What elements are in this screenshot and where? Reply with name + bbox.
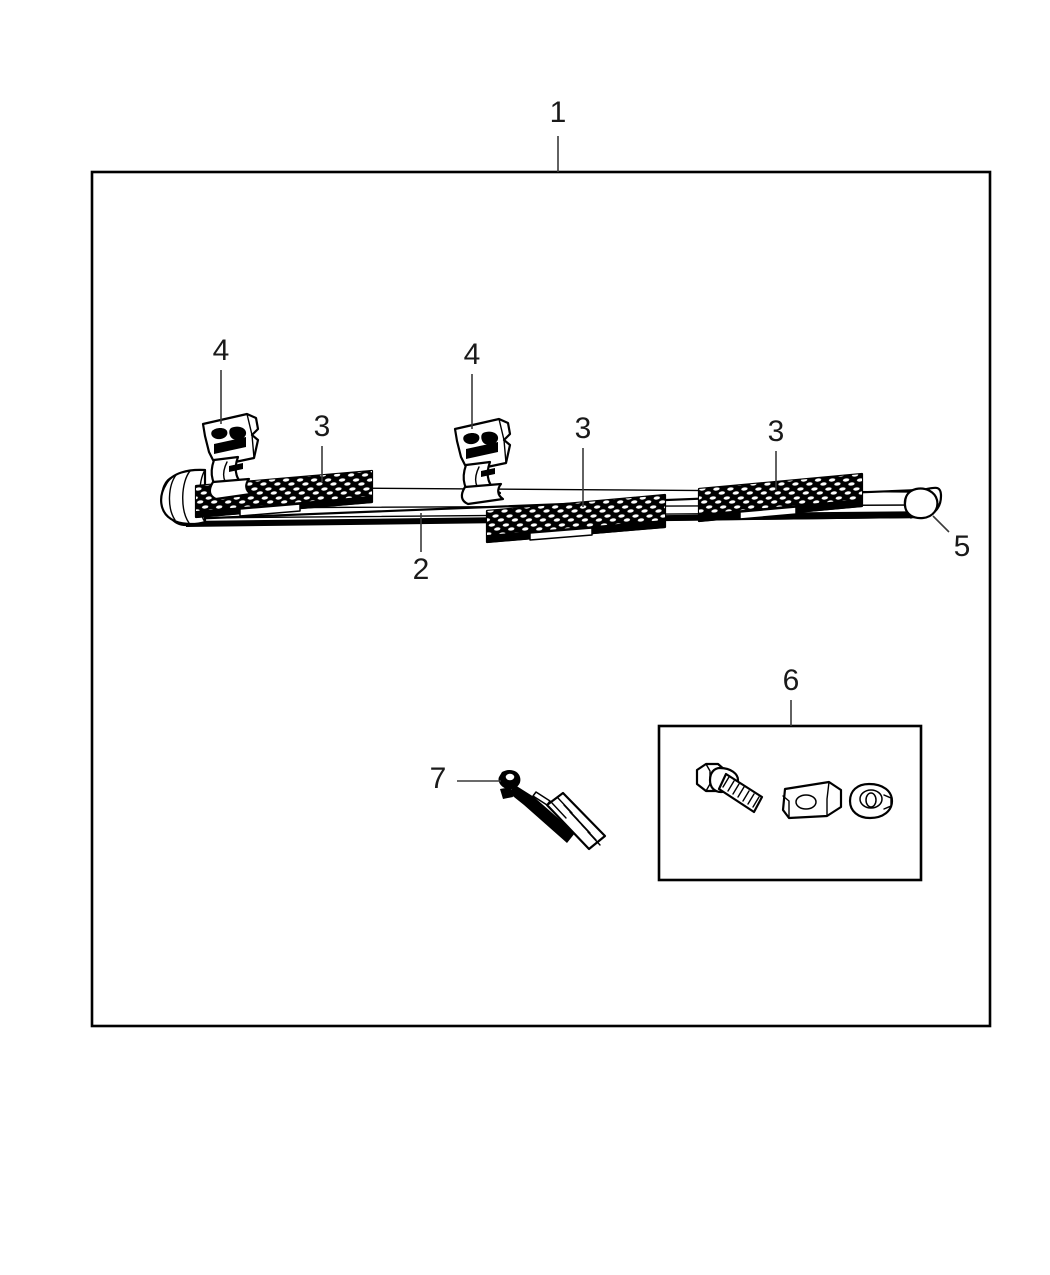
callout-5-leader bbox=[932, 515, 950, 533]
callout-2-label: 2 bbox=[413, 553, 430, 586]
callout-7-label: 7 bbox=[430, 762, 447, 795]
kit-outline-box bbox=[90, 170, 992, 1028]
bracket-rear-hole-1 bbox=[463, 433, 480, 445]
bracket-front-leg-slot bbox=[229, 463, 243, 472]
hex-flange-bolt bbox=[695, 762, 764, 814]
screw-shank bbox=[509, 785, 575, 843]
plate-nut bbox=[781, 780, 843, 820]
bracket-front-hole-2 bbox=[229, 426, 247, 440]
screw-collar bbox=[500, 787, 513, 799]
step-pad-middle-slot bbox=[529, 527, 593, 541]
callout-3c-label: 3 bbox=[768, 415, 785, 448]
callout-4a-label: 4 bbox=[213, 334, 230, 367]
end-cap-right-shell bbox=[903, 487, 939, 520]
end-cap-left-seam-1 bbox=[182, 470, 191, 524]
callout-layer: 1 2 3 3 3 4 4 5 6 7 bbox=[213, 96, 971, 795]
bracket-front-plate-fold bbox=[246, 413, 255, 459]
bolt-thread-4 bbox=[737, 786, 745, 798]
bracket-rear-hole-2 bbox=[481, 431, 499, 445]
plate-nut-fold bbox=[826, 781, 830, 817]
end-cap-right-seam bbox=[904, 489, 912, 519]
screw-thread-a bbox=[551, 802, 567, 819]
bracket-rear-plate-fold bbox=[498, 418, 507, 464]
self-tapping-screw bbox=[498, 769, 607, 851]
bracket-front-hole-1 bbox=[211, 428, 228, 440]
bolt-thread-1 bbox=[722, 776, 730, 788]
push-nut-hole bbox=[865, 792, 877, 808]
end-cap-right bbox=[903, 487, 939, 520]
plate-nut-tab bbox=[782, 795, 790, 819]
screw-thread-g bbox=[587, 831, 601, 846]
callout-5-label: 5 bbox=[954, 530, 971, 563]
end-cap-left-seam-2 bbox=[168, 474, 177, 521]
bracket-rear-slot bbox=[466, 442, 498, 459]
bracket-rear bbox=[453, 417, 512, 506]
screw-head-hole bbox=[504, 772, 516, 782]
callout-3b-label: 3 bbox=[575, 412, 592, 445]
hardware-kit-box bbox=[657, 724, 923, 882]
callout-1-label: 1 bbox=[550, 96, 567, 129]
bolt-thread-2 bbox=[727, 780, 735, 792]
bracket-front bbox=[201, 412, 260, 501]
bolt-thread-6 bbox=[747, 793, 755, 805]
running-board-assembly bbox=[160, 412, 943, 544]
callout-3a-label: 3 bbox=[314, 410, 331, 443]
push-nut-tab bbox=[883, 794, 892, 810]
push-nut-washer bbox=[848, 782, 894, 820]
step-pad-front-slot bbox=[239, 503, 301, 517]
bracket-rear-saddle bbox=[460, 482, 505, 506]
callout-4b-label: 4 bbox=[464, 338, 481, 371]
step-pad-middle bbox=[485, 493, 667, 544]
end-cap-left bbox=[160, 468, 207, 526]
step-pad-rear bbox=[697, 472, 864, 523]
callout-6-label: 6 bbox=[783, 664, 800, 697]
bracket-front-saddle bbox=[208, 477, 253, 501]
bracket-rear-leg-slot bbox=[481, 468, 495, 477]
bracket-front-slot bbox=[214, 437, 246, 454]
bolt-thread-3 bbox=[732, 783, 740, 795]
bolt-thread-7 bbox=[752, 796, 760, 808]
hardware-kit-box-outline bbox=[657, 724, 923, 882]
bolt-thread-5 bbox=[742, 790, 750, 802]
step-pad-rear-slot bbox=[739, 506, 797, 520]
plate-nut-hole bbox=[795, 794, 817, 810]
